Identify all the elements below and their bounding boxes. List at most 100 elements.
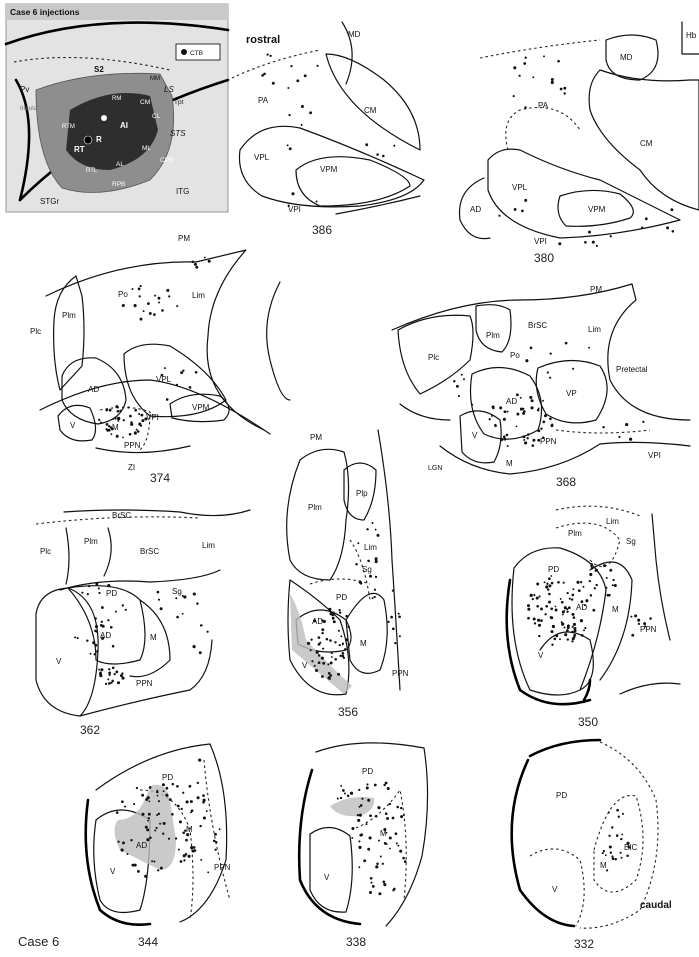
labeled-cell-dot	[329, 678, 331, 680]
s368-plm-outline	[476, 305, 511, 352]
labeled-cell-dot	[345, 638, 348, 641]
inset-label-r: R	[96, 135, 102, 144]
s374-label-pm: PM	[178, 234, 190, 243]
labeled-cell-dot	[338, 630, 340, 632]
labeled-cell-dot	[584, 604, 586, 606]
labeled-cell-dot	[543, 55, 545, 57]
labeled-cell-dot	[315, 669, 318, 672]
labeled-cell-dot	[339, 609, 341, 611]
labeled-cell-dot	[360, 833, 363, 836]
labeled-cell-dot	[611, 826, 613, 828]
labeled-cell-dot	[87, 593, 89, 595]
labeled-cell-dot	[176, 616, 179, 619]
s362-label-lim: Lim	[202, 541, 215, 550]
labeled-cell-dot	[372, 597, 374, 599]
s362-label-m: M	[150, 633, 157, 642]
labeled-cell-dot	[551, 78, 554, 81]
labeled-cell-dot	[358, 866, 360, 868]
labeled-cell-dot	[603, 850, 605, 852]
labeled-cell-dot	[375, 557, 378, 560]
labeled-cell-dot	[134, 409, 137, 412]
labeled-cell-dot	[524, 441, 527, 444]
labeled-cell-dot	[594, 587, 596, 589]
labeled-cell-dot	[384, 842, 387, 845]
labeled-cell-dot	[537, 429, 540, 432]
s356-right-line	[378, 430, 400, 690]
labeled-cell-dot	[291, 192, 294, 195]
labeled-cell-dot	[377, 534, 380, 537]
labeled-cell-dot	[376, 153, 379, 156]
s380-label-md: MD	[620, 53, 633, 62]
labeled-cell-dot	[214, 849, 216, 851]
labeled-cell-dot	[524, 106, 526, 108]
labeled-cell-dot	[548, 577, 551, 580]
section-368: PM Plm BrSC Lim Plc Po Pretectal AD VP V…	[392, 284, 690, 489]
labeled-cell-dot	[261, 74, 264, 77]
labeled-cell-dot	[100, 624, 103, 627]
labeled-cell-dot	[374, 596, 376, 598]
labeled-cell-dot	[334, 641, 336, 643]
labeled-cell-dot	[539, 595, 541, 597]
labeled-cell-dot	[166, 289, 169, 292]
s380-dotted-top	[480, 40, 600, 58]
labeled-cell-dot	[98, 419, 100, 421]
section-number-338: 338	[346, 935, 366, 949]
s368-label-v: V	[472, 431, 478, 440]
labeled-cell-dot	[402, 857, 405, 860]
s374-label-ppn: PPN	[124, 441, 141, 450]
labeled-cell-dot	[140, 414, 143, 417]
labeled-cell-dot	[156, 791, 159, 794]
labeled-cell-dot	[567, 638, 569, 640]
labeled-cell-dot	[321, 632, 323, 634]
labeled-cell-dot	[141, 794, 144, 797]
labeled-cell-dot	[550, 630, 553, 633]
labeled-cell-dot	[584, 627, 586, 629]
labeled-cell-dot	[516, 413, 519, 416]
s380-vpl-outline	[488, 149, 680, 238]
labeled-cell-dot	[101, 606, 104, 609]
labeled-cell-dot	[158, 800, 160, 802]
s356-label-v: V	[302, 661, 308, 670]
labeled-cell-dot	[189, 386, 192, 389]
labeled-cell-dot	[544, 613, 546, 615]
labeled-cell-dot	[400, 815, 403, 818]
s368-label-pm: PM	[590, 285, 602, 294]
labeled-cell-dot	[166, 398, 169, 401]
labeled-cell-dot	[117, 841, 119, 843]
labeled-cell-dot	[612, 584, 614, 586]
labeled-cell-dot	[592, 609, 595, 612]
inset-label-insula: Insula	[20, 105, 38, 112]
labeled-cell-dot	[453, 380, 455, 382]
labeled-cell-dot	[203, 816, 206, 819]
labeled-cell-dot	[504, 410, 507, 413]
labeled-cell-dot	[182, 613, 184, 615]
labeled-cell-dot	[386, 817, 389, 820]
labeled-cell-dot	[367, 848, 370, 851]
labeled-cell-dot	[581, 634, 584, 637]
labeled-cell-dot	[92, 641, 95, 644]
labeled-cell-dot	[572, 588, 574, 590]
s380-label-vpi: VPI	[534, 237, 547, 246]
labeled-cell-dot	[94, 653, 96, 655]
s380-label-hb: Hb	[686, 31, 697, 40]
labeled-cell-dot	[522, 408, 524, 410]
s368-label-lim: Lim	[588, 325, 601, 334]
labeled-cell-dot	[532, 439, 535, 442]
labeled-cell-dot	[366, 786, 369, 789]
labeled-cell-dot	[121, 849, 124, 852]
labeled-cell-dot	[532, 76, 534, 78]
labeled-cell-dot	[596, 245, 598, 247]
labeled-cell-dot	[642, 421, 644, 423]
labeled-cell-dot	[337, 673, 340, 676]
s368-label-vpi: VPI	[648, 451, 661, 460]
labeled-cell-dot	[500, 438, 503, 441]
labeled-cell-dot	[550, 352, 552, 354]
labeled-cell-dot	[525, 359, 528, 362]
s350-dotted-lim	[556, 523, 620, 567]
labeled-cell-dot	[192, 261, 195, 264]
labeled-cell-dot	[116, 435, 119, 438]
labeled-cell-dot	[357, 819, 360, 822]
labeled-cell-dot	[529, 396, 532, 399]
s374-label-vpi: VPI	[146, 413, 159, 422]
